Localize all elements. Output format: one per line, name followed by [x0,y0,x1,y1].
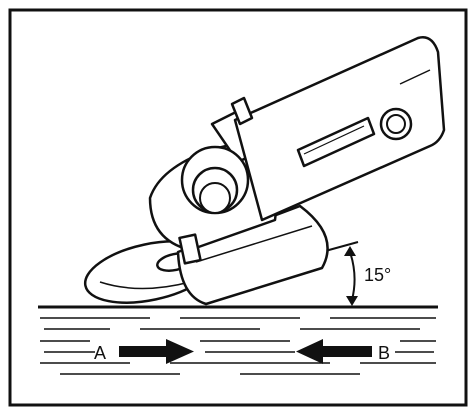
workpiece [38,305,438,375]
angle-arrow-top [344,246,356,256]
direction-b-label: B [378,343,390,363]
angle-arrow-bottom [346,296,358,306]
angle-label: 15° [364,265,391,285]
arrow-left-icon [296,339,372,364]
angle-grinder-icon [83,36,446,306]
arrow-right-icon [119,339,194,364]
workpiece-texture [40,317,436,375]
direction-a-label: A [94,343,106,363]
